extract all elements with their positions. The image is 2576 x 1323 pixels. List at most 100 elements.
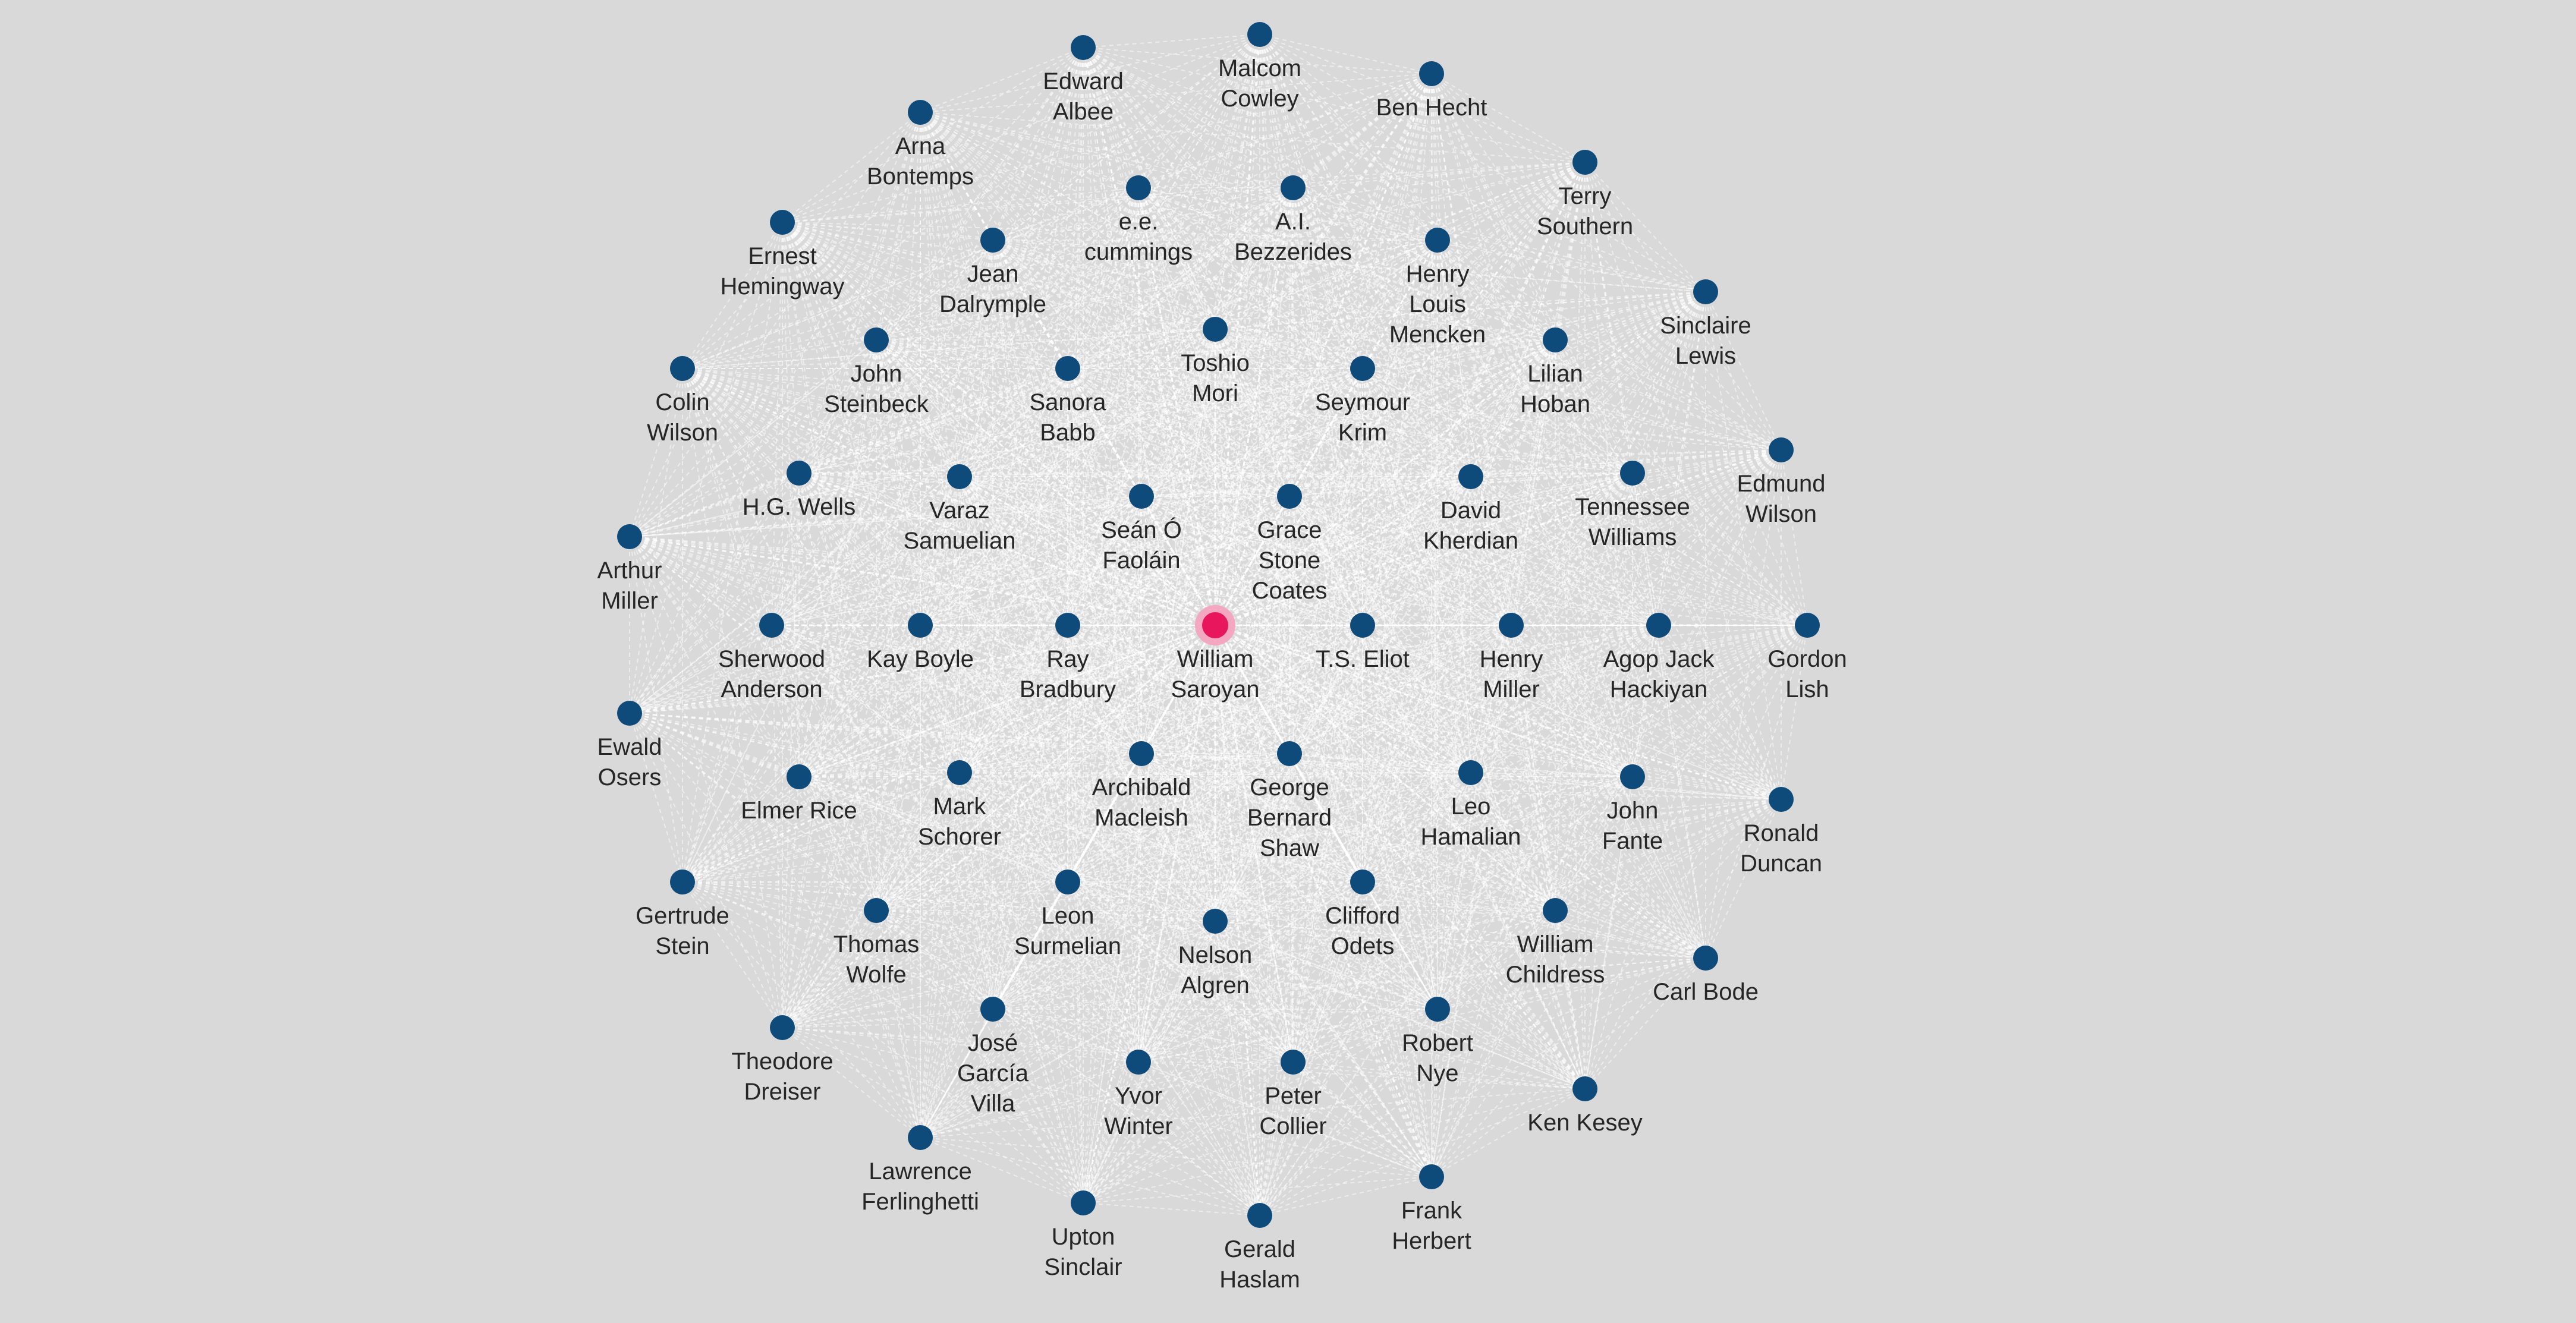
node-dot[interactable] — [864, 327, 889, 352]
node-dot[interactable] — [617, 701, 642, 726]
node-dot[interactable] — [947, 464, 972, 489]
node-dot[interactable] — [980, 228, 1005, 253]
node-dot[interactable] — [1620, 461, 1645, 486]
node-dot[interactable] — [1247, 22, 1272, 47]
node-dot[interactable] — [1693, 279, 1718, 304]
node-dot[interactable] — [1281, 175, 1306, 200]
node-ts-eliot[interactable]: T.S. Eliot — [1316, 613, 1410, 672]
node-dot[interactable] — [1350, 870, 1375, 894]
node-dot[interactable] — [1281, 1050, 1306, 1075]
node-dot[interactable] — [1071, 35, 1096, 60]
node-dot[interactable] — [1425, 228, 1450, 253]
node-dot[interactable] — [908, 1125, 933, 1150]
node-dot[interactable] — [1458, 760, 1483, 785]
node-ben-hecht[interactable]: Ben Hecht — [1376, 61, 1487, 121]
node-dot[interactable] — [1572, 1076, 1597, 1101]
node-dot[interactable] — [1055, 870, 1080, 894]
node-dot[interactable] — [1499, 613, 1524, 638]
node-dot[interactable] — [1419, 1164, 1444, 1189]
node-dot[interactable] — [617, 524, 642, 549]
node-dot[interactable] — [1419, 61, 1444, 86]
node-ee-cummings[interactable]: e.e.cummings — [1084, 175, 1193, 265]
node-hg-wells[interactable]: H.G. Wells — [743, 461, 855, 520]
node-dot[interactable] — [670, 870, 695, 894]
node-dot[interactable] — [1693, 946, 1718, 971]
node-dot[interactable] — [1350, 613, 1375, 638]
node-ken-kesey[interactable]: Ken Kesey — [1527, 1076, 1643, 1136]
node-dot[interactable] — [1572, 150, 1597, 175]
node-dot[interactable] — [1126, 175, 1151, 200]
node-dot[interactable] — [1071, 1190, 1096, 1215]
node-dot[interactable] — [1646, 613, 1671, 638]
node-dot[interactable] — [770, 1015, 795, 1040]
node-dot[interactable] — [1769, 437, 1794, 462]
node-dot[interactable] — [787, 764, 812, 789]
node-dot[interactable] — [1247, 1203, 1272, 1228]
node-dot[interactable] — [908, 613, 933, 638]
node-dot[interactable] — [1277, 741, 1302, 766]
node-dot[interactable] — [864, 898, 889, 923]
node-dot[interactable] — [1203, 317, 1228, 342]
node-dot[interactable] — [1277, 484, 1302, 509]
node-dot[interactable] — [770, 210, 795, 235]
node-carl-bode[interactable]: Carl Bode — [1653, 946, 1759, 1005]
node-ai-bezzerides[interactable]: A.I.Bezzerides — [1234, 175, 1352, 265]
node-kay-boyle[interactable]: Kay Boyle — [867, 613, 974, 672]
node-dot[interactable] — [1203, 909, 1228, 934]
node-dot[interactable] — [1795, 613, 1820, 638]
node-dot[interactable] — [670, 356, 695, 381]
node-dot[interactable] — [1055, 613, 1080, 638]
node-dot[interactable] — [1769, 787, 1794, 812]
node-dot[interactable] — [1129, 741, 1154, 766]
node-dot[interactable] — [1129, 484, 1154, 509]
node-dot[interactable] — [1055, 356, 1080, 381]
node-dot[interactable] — [1543, 898, 1568, 923]
node-dot[interactable] — [1350, 356, 1375, 381]
node-dot[interactable] — [1126, 1050, 1151, 1075]
node-elmer-rice[interactable]: Elmer Rice — [741, 764, 857, 824]
node-dot[interactable] — [980, 997, 1005, 1022]
node-dot[interactable] — [1543, 327, 1568, 352]
